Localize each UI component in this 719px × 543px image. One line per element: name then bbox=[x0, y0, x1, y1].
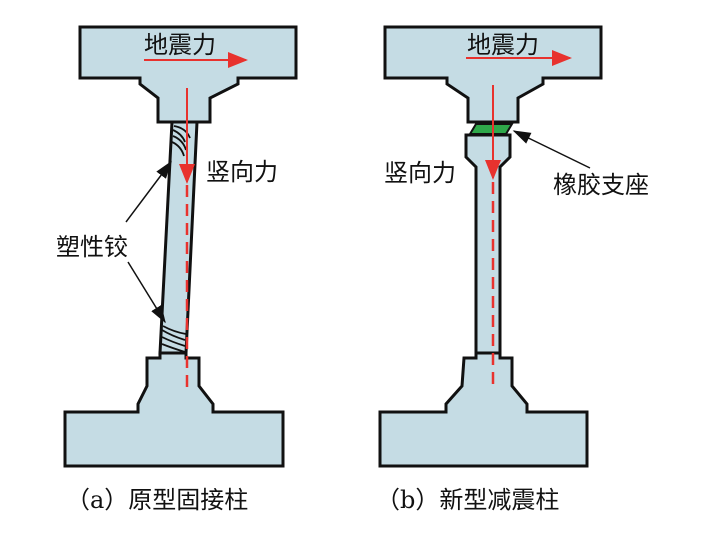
vertical-force-label-a: 竖向力 bbox=[206, 158, 278, 186]
hinge-leader-bottom bbox=[127, 261, 166, 324]
seismic-force-label-a: 地震力 bbox=[144, 31, 216, 59]
bearing-leader bbox=[512, 130, 591, 169]
panel-a: 地震力 竖向力 塑性铰 （a）原型固接柱 bbox=[56, 25, 298, 514]
top-beam-a bbox=[78, 25, 298, 124]
column-a bbox=[158, 120, 199, 355]
foundation-a bbox=[63, 351, 285, 468]
hinge-leader-top bbox=[125, 160, 172, 223]
crack-marks-bottom bbox=[161, 325, 187, 353]
crack-marks-top bbox=[171, 125, 191, 157]
rubber-bearing bbox=[468, 123, 514, 135]
rubber-bearing-label: 橡胶支座 bbox=[553, 171, 649, 199]
caption-b: （b）新型减震柱 bbox=[376, 486, 559, 514]
vertical-force-label-b: 竖向力 bbox=[384, 159, 456, 187]
panel-b: 地震力 竖向力 橡胶支座 （b）新型减震柱 bbox=[376, 25, 649, 514]
top-beam-b bbox=[383, 25, 603, 124]
seismic-force-label-b: 地震力 bbox=[467, 31, 539, 59]
plastic-hinge-label: 塑性铰 bbox=[56, 233, 128, 261]
column-b bbox=[464, 133, 512, 355]
foundation-b bbox=[378, 351, 589, 468]
caption-a: （a）原型固接柱 bbox=[66, 486, 248, 514]
